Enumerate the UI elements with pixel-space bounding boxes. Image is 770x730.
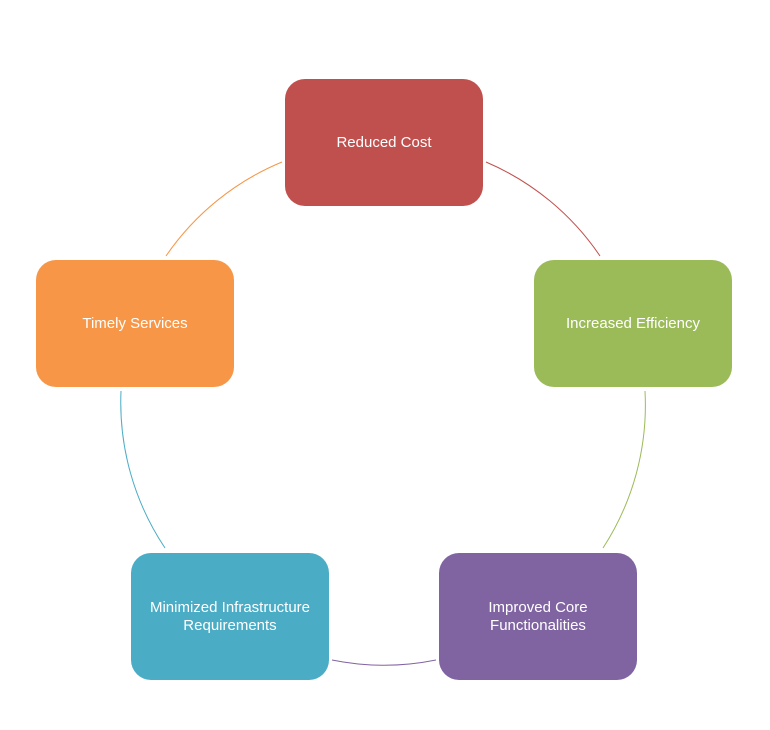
- node-reduced-cost: Reduced Cost: [285, 79, 483, 206]
- connector-timely-to-reduced: [165, 161, 283, 257]
- connector-efficiency-to-core: [602, 390, 646, 549]
- node-label: Timely Services: [82, 314, 188, 332]
- node-label: Increased Efficiency: [566, 314, 700, 332]
- node-timely-services: Timely Services: [36, 260, 234, 387]
- connector-reduced-to-efficiency: [485, 161, 601, 257]
- node-minimized-infrastructure-requirements: Minimized Infrastructure Requirements: [131, 553, 329, 680]
- node-label: Reduced Cost: [336, 133, 432, 151]
- node-label: Improved Core Functionalities: [488, 598, 588, 634]
- node-label: Minimized Infrastructure Requirements: [149, 598, 311, 634]
- connector-infra-to-timely: [120, 390, 166, 549]
- node-increased-efficiency: Increased Efficiency: [534, 260, 732, 387]
- connector-core-to-infra: [331, 659, 437, 666]
- node-improved-core-functionalities: Improved Core Functionalities: [439, 553, 637, 680]
